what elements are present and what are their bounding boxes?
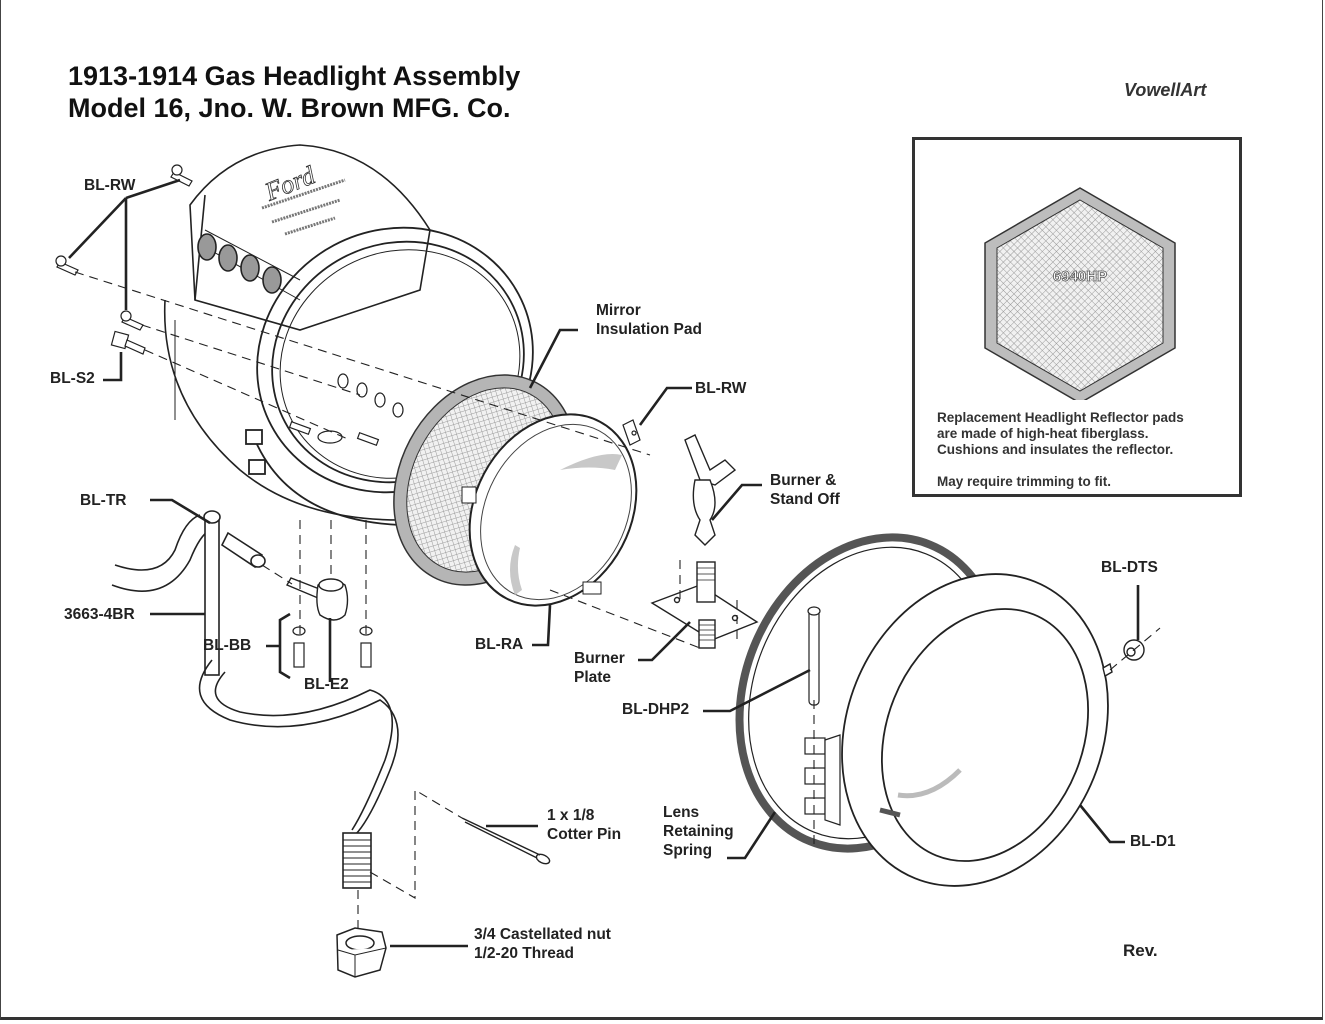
pad-description: Replacement Headlight Reflector pads are… (937, 410, 1184, 490)
callout-mirror-line-2: Insulation Pad (596, 321, 702, 338)
callout-burner-plate-line-1: Burner (574, 650, 625, 667)
title-line-1: 1913-1914 Gas Headlight Assembly (68, 61, 521, 91)
callout-bl-e2: BL-E2 (304, 676, 349, 693)
callout-bl-d1: BL-D1 (1130, 833, 1176, 850)
reflector-pad-hexagon: 6940HP (984, 187, 1176, 400)
callout-burner-line-1: Burner & (770, 472, 837, 489)
callout-lens-line-3: Spring (663, 842, 713, 859)
callout-cotter-line-2: Cotter Pin (547, 826, 622, 843)
callout-bl-rw-top: BL-RW (84, 177, 136, 194)
pad-trimming-note: May require trimming to fit. (937, 474, 1112, 489)
callout-castellated-nut: 3/4 Castellated nut 1/2-20 Thread (474, 925, 611, 963)
callout-burner-line-2: Stand Off (770, 491, 840, 508)
hinge-pin-bl-dhp2 (804, 606, 841, 826)
callout-bl-dts: BL-DTS (1101, 559, 1158, 576)
title-line-2: Model 16, Jno. W. Brown MFG. Co. (68, 93, 511, 123)
gas-tube (111, 510, 399, 889)
door-rim-bl-d1 (735, 533, 1109, 887)
revision-label: Rev. (1123, 941, 1158, 960)
reflector-bl-ra (461, 413, 638, 607)
callout-mirror-insulation-pad: Mirror Insulation Pad (596, 301, 702, 339)
callout-mirror-line-1: Mirror (596, 302, 641, 319)
reflector-clip-right (622, 419, 641, 446)
callout-burner-plate-line-2: Plate (574, 669, 612, 686)
callout-bl-dhp2: BL-DHP2 (622, 701, 690, 718)
callout-bl-s2: BL-S2 (50, 370, 95, 387)
callout-nut-line-2: 1/2-20 Thread (474, 945, 574, 962)
burner-stand-off (684, 434, 737, 546)
brand-mark: VowellArt (1124, 80, 1207, 100)
housing-interior-holes (288, 373, 404, 447)
callout-bl-rw-right: BL-RW (695, 380, 747, 397)
cotter-pin (461, 817, 551, 865)
callout-lens-line-1: Lens (663, 804, 700, 821)
leader-lines (68, 178, 1140, 948)
burner-elbow-bl-e2 (285, 577, 349, 621)
pad-description-line-3: Cushions and insulates the reflector. (937, 442, 1174, 457)
callout-cotter-pin: 1 x 1/8 Cotter Pin (547, 806, 621, 844)
pad-description-line-1: Replacement Headlight Reflector pads (937, 410, 1184, 425)
castellated-nut (336, 927, 387, 978)
lamp-body-housing: Ford (163, 144, 431, 521)
callout-lens-line-2: Retaining (663, 823, 734, 840)
reflector-screws-bl-rw (55, 164, 193, 331)
pad-hex-inner (996, 199, 1164, 392)
pad-part-number: 6940HP (1053, 268, 1107, 285)
callout-lens-retaining-spring: Lens Retaining Spring (663, 803, 734, 860)
callout-bl-tr: BL-TR (80, 492, 127, 509)
callout-3663-4br: 3663-4BR (64, 606, 135, 623)
burner-bracket-screws-bl-bb (292, 626, 373, 668)
callout-cotter-line-1: 1 x 1/8 (547, 807, 595, 824)
callout-nut-line-1: 3/4 Castellated nut (474, 926, 611, 943)
reflector-pad-info-box: 6940HP Replacement Headlight Reflector p… (912, 137, 1242, 497)
drawing-title: 1913-1914 Gas Headlight Assembly Model 1… (68, 60, 520, 124)
callout-burner-stand-off: Burner & Stand Off (770, 471, 840, 509)
callout-bl-ra: BL-RA (475, 636, 524, 653)
burner-plate (650, 561, 759, 649)
pad-description-line-2: are made of high-heat fiberglass. (937, 426, 1149, 441)
callout-burner-plate: Burner Plate (574, 649, 625, 687)
set-screw-bl-s2 (110, 330, 146, 355)
callout-bl-bb: BL-BB (203, 637, 252, 654)
assembly-center-lines (74, 271, 1161, 935)
